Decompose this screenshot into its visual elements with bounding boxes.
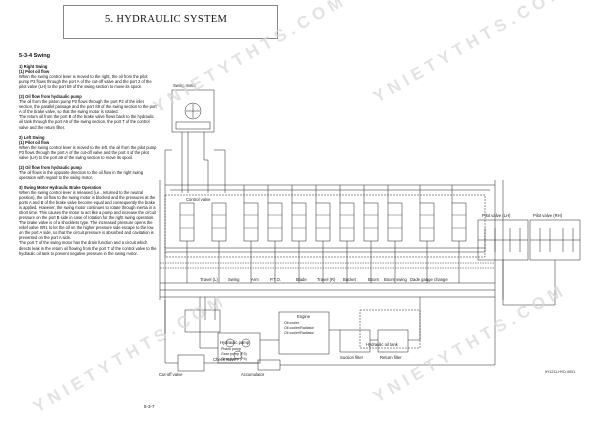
paragraph: The oil from the piston pump P2 flows th… xyxy=(19,99,157,115)
heading-right-swing: 1) Right Swing xyxy=(19,64,48,69)
paragraph: The return oil from the port B of the br… xyxy=(19,114,154,130)
section-labels: Travel (L) Swing Arm P.T.O. Blade Travel (R) B… xyxy=(200,277,448,282)
suction-filter-label: Suction filter xyxy=(340,355,364,360)
paragraph: The port T of the swing motor has the dr… xyxy=(19,240,157,256)
pump-sub-label: Gear pump (P4) xyxy=(221,357,247,361)
pilot-valve-rh-label: Pilot valve (RH) xyxy=(533,213,563,218)
check-valve-label: Check valve xyxy=(213,357,236,362)
check-valve-box xyxy=(184,309,221,333)
header-box xyxy=(63,5,278,39)
hydraulic-oil-tank-label: Hydraulic oil tank xyxy=(366,342,399,347)
section-label: Travel (R) xyxy=(317,277,336,282)
heading-pilot-oil-flow: (1) Pilot oil flow xyxy=(19,69,50,75)
engine-sub-label: Oil cooler xyxy=(284,321,300,325)
section-label: Dade gauge change xyxy=(410,277,448,282)
control-valve-frame xyxy=(164,194,486,258)
paragraph: When the swing control lever is released… xyxy=(19,189,156,241)
section-label: Boom swing xyxy=(384,277,407,282)
paragraph: The oil flows in the opposite direction … xyxy=(19,169,144,180)
control-valve-label: Control valve xyxy=(186,197,211,202)
section-title: 5-3-4 Swing xyxy=(19,53,51,59)
section-label: Blade xyxy=(296,277,307,282)
section-label: Bucket xyxy=(343,277,357,282)
pilot-valve-lh-label: Pilot valve (LH) xyxy=(482,213,511,218)
page-title: 5. HYDRAULIC SYSTEM xyxy=(105,14,228,25)
paragraph: When the swing control lever is moved to… xyxy=(19,74,152,90)
heading-oil-flow-pump: (2) Oil flow from hydraulic pump xyxy=(19,164,82,170)
hydraulic-pump-label: Hydraulic pump xyxy=(220,340,250,345)
heading-pilot-oil-flow: (1) Pilot oil flow xyxy=(19,139,50,145)
section-label: Boom xyxy=(368,277,379,282)
cut-off-valve-label: Cut-off valve xyxy=(159,372,183,377)
heading-brake: 3) Swing Motor Hydraulic Brake Operation xyxy=(19,184,102,190)
swing-motor-symbol xyxy=(184,102,202,120)
engine-box xyxy=(278,311,330,355)
return-filter-box xyxy=(377,329,409,353)
heading-left-swing: 2) Left Swing xyxy=(19,134,45,140)
cut-off-valve-box xyxy=(177,354,205,372)
swing-motor-box xyxy=(171,89,215,133)
text-column: 1) Right Swing (1) Pilot oil flow When t… xyxy=(19,64,157,256)
return-filter-label: Return filter xyxy=(380,355,402,360)
engine-sub-label: Oil cooler/Radiator xyxy=(284,326,315,330)
paragraph: When the swing control lever is moved to… xyxy=(19,144,157,160)
engine-label: Engine xyxy=(297,314,311,319)
pump-sub-label: Piston pump xyxy=(221,347,241,351)
section-label: Swing xyxy=(228,277,240,282)
section-label: Arm xyxy=(251,277,259,282)
drawing-code: 9Y1211-HYD-0001 xyxy=(545,370,575,374)
heading-oil-flow-pump: (2) Oil flow from hydraulic pump xyxy=(19,94,82,100)
section-label: P.T.O. xyxy=(270,277,281,282)
section-label: Travel (L) xyxy=(200,277,218,282)
accumulator-box xyxy=(257,359,281,371)
spool-sections xyxy=(179,202,467,242)
suction-filter-box xyxy=(339,329,371,353)
page-number: 5-3-7 xyxy=(144,404,155,409)
swing-motor-label: Swing motor xyxy=(173,83,197,88)
accumulator-label: Accumulator xyxy=(241,372,265,377)
engine-sub-label: Oil cooler/Radiator xyxy=(284,331,315,335)
pump-sub-label: Gear pump (P3) xyxy=(221,352,247,356)
